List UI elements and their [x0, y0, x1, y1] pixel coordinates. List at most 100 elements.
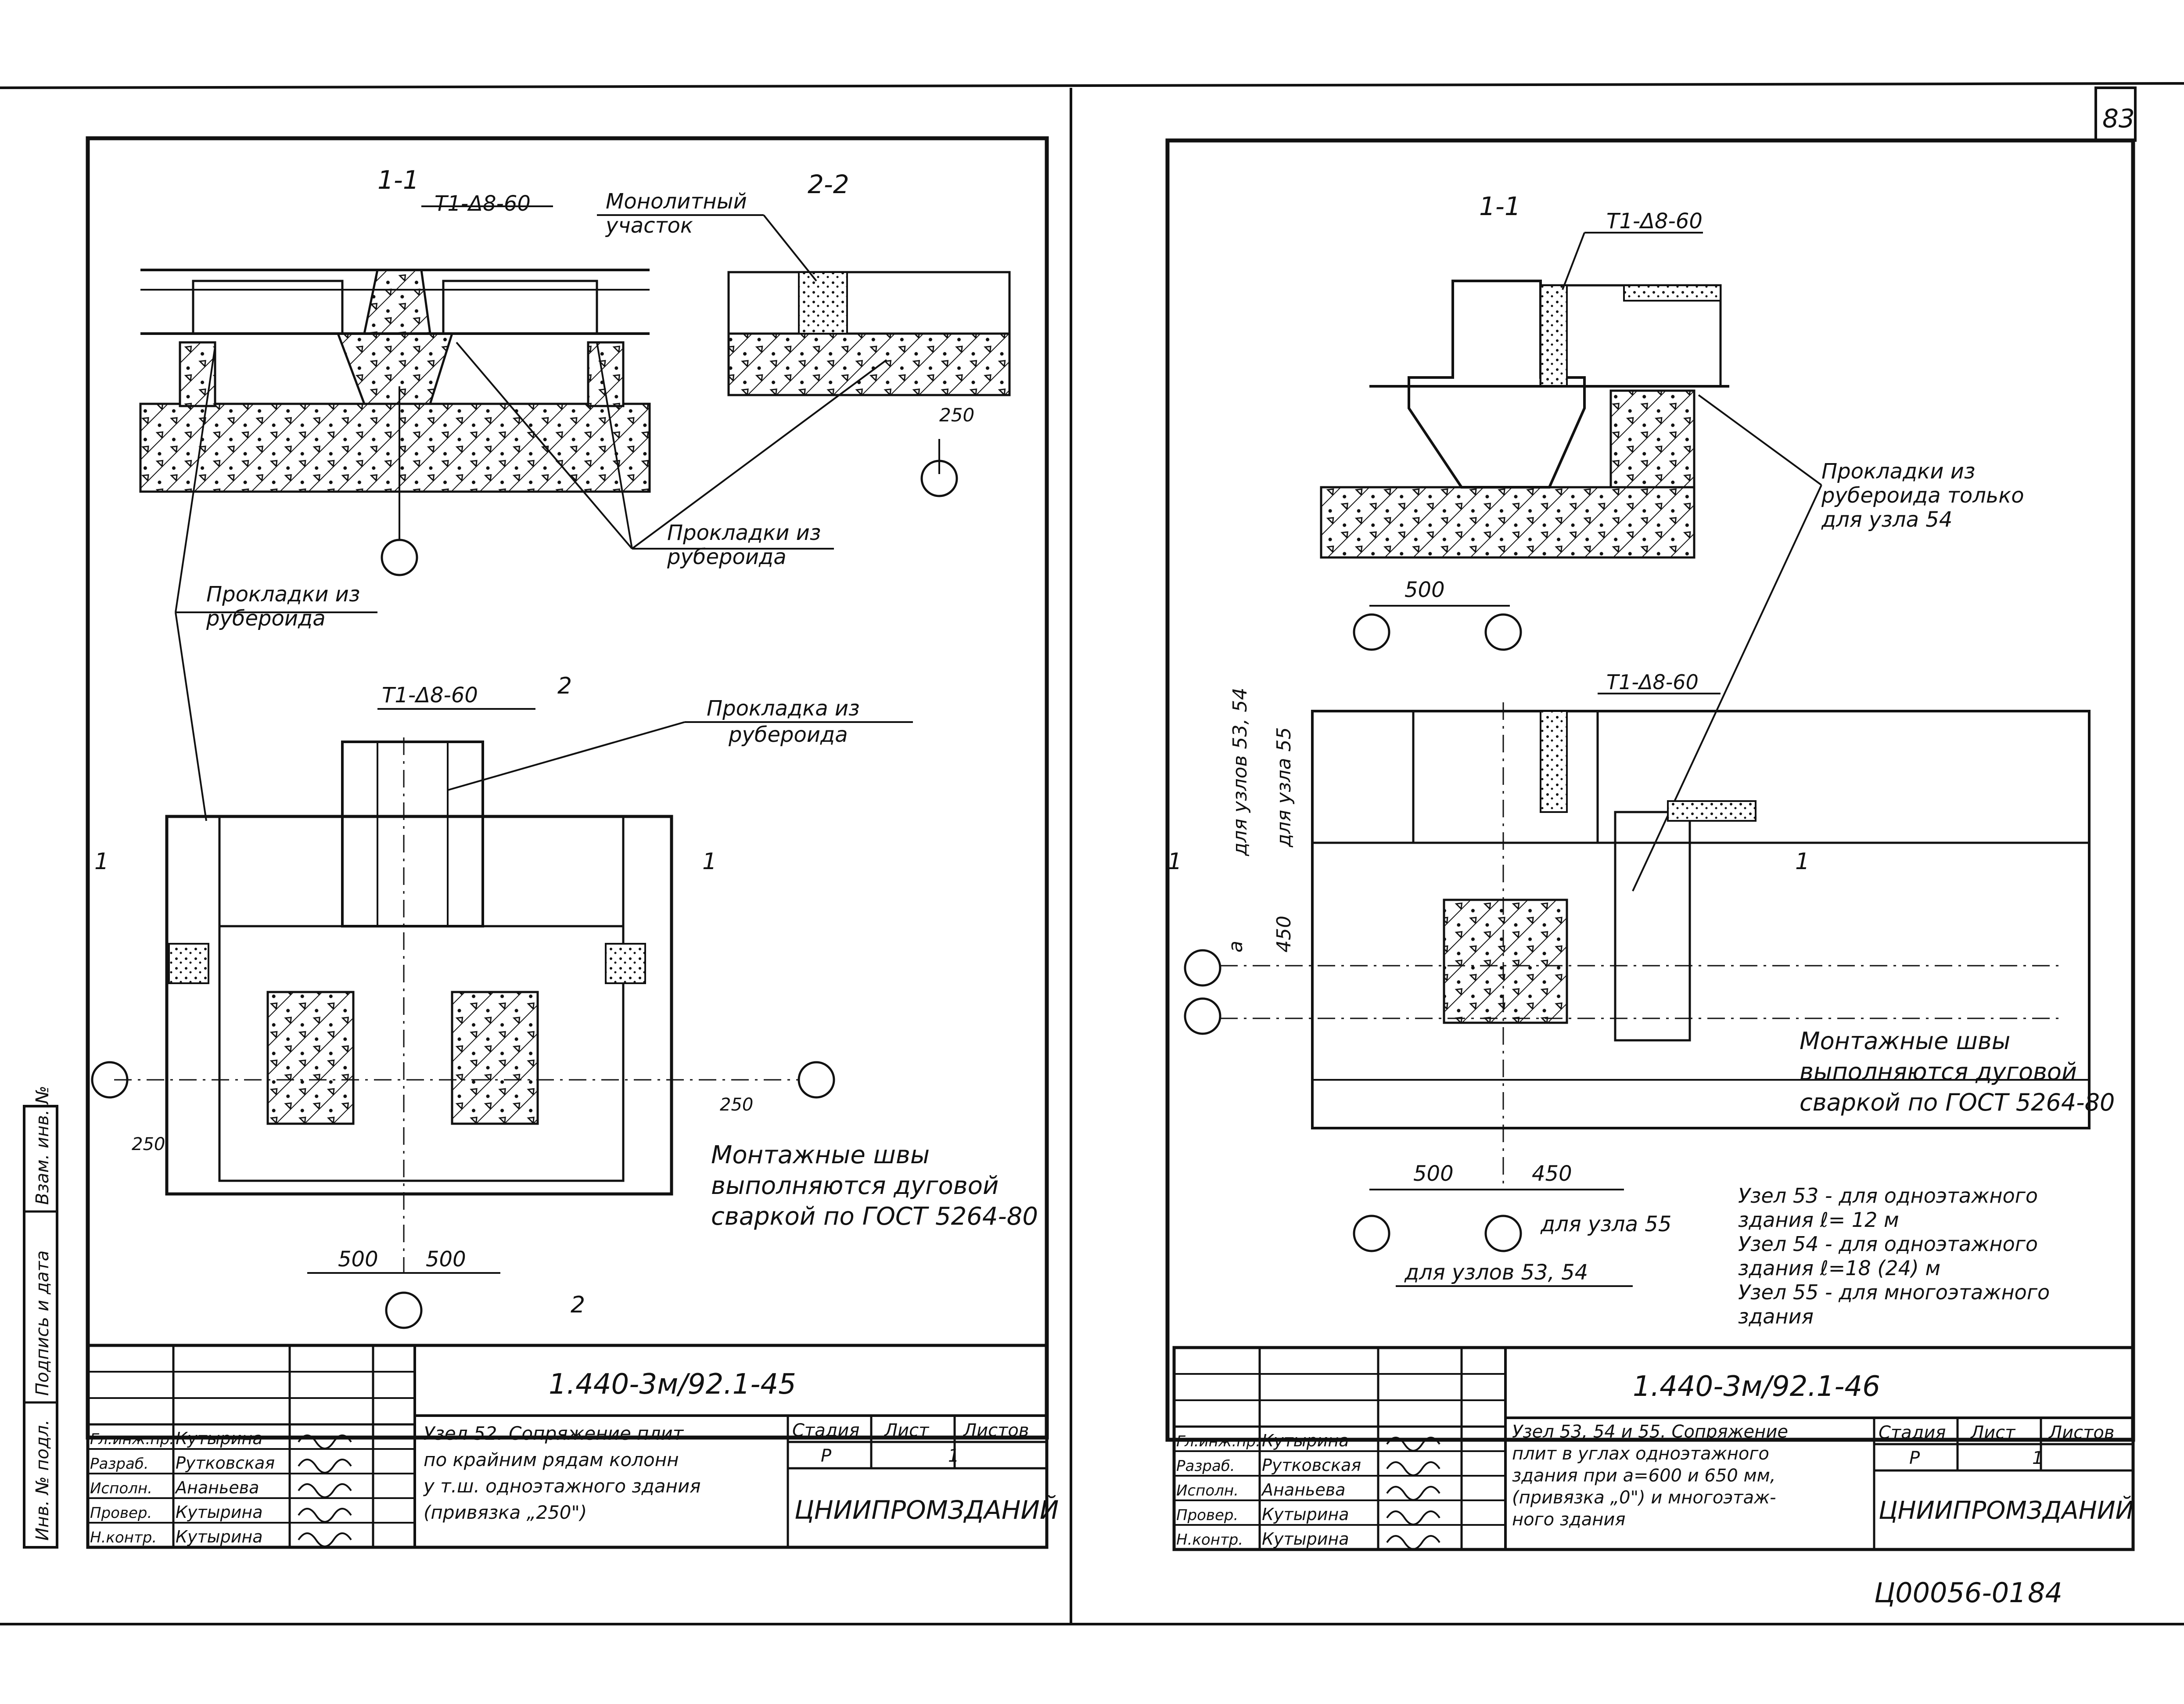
- right-dim-500: 500: [1413, 1161, 1454, 1186]
- left-stage-value: Р: [821, 1446, 832, 1466]
- left-embedded-plate-2: [451, 991, 539, 1125]
- right-note-3: сваркой по ГОСТ 5264-80: [1800, 1089, 2115, 1116]
- right-sheet-value: 1: [2032, 1448, 2043, 1468]
- right-sheet: 83 1-1 Т1-Δ8-60 500 Прокладки из руберои…: [1165, 86, 2137, 1609]
- right-title-block: 1.440-3м/92.1-46 Узел 53, 54 и 55. Сопря…: [1172, 1346, 2135, 1551]
- right-signature-3: [1386, 1486, 1440, 1501]
- left-embedded-plate-1: [266, 991, 355, 1125]
- left-axis-marker-3: [91, 1061, 129, 1099]
- right-role-3: Исполн.: [1176, 1482, 1239, 1499]
- right-signature-2: [1386, 1461, 1440, 1476]
- legend-3: Узел 54 - для одноэтажного: [1738, 1232, 2038, 1256]
- right-sheet-frame: [1165, 138, 2135, 1442]
- pads-label-1a: Прокладки из: [667, 521, 821, 545]
- right-title-4: (привязка „0") и многоэтаж-: [1512, 1488, 1776, 1508]
- legend-6: здания: [1738, 1305, 1814, 1328]
- left-plan-column: [341, 741, 484, 927]
- right-section-1-1: 1-1 Т1-Δ8-60 500: [1320, 191, 1729, 651]
- left-note-2: выполняются дуговой: [711, 1172, 999, 1200]
- right-name-2: Рутковская: [1262, 1456, 1361, 1475]
- right-plan-outline: [1311, 710, 2091, 1129]
- right-weld-label-top: Т1-Δ8-60: [1606, 209, 1703, 234]
- right-axis-marker-3: [1184, 949, 1221, 987]
- left-sheet-value: 1: [948, 1446, 959, 1466]
- right-sheets-header: Листов: [2048, 1423, 2114, 1443]
- left-axis-marker-4: [797, 1061, 835, 1099]
- left-axis-marker-1: [381, 539, 418, 576]
- right-pads-1: Прокладки из: [1821, 459, 1975, 484]
- left-column-head: [336, 332, 454, 405]
- right-name-4: Кутырина: [1262, 1505, 1349, 1524]
- left-role-1: Гл.инж.пр.: [90, 1431, 174, 1448]
- archive-page: 84: [2028, 1577, 2062, 1609]
- left-title-block: 1.440-3м/92.1-45 Узел 52. Сопряжение пли…: [86, 1344, 1059, 1549]
- left-axis-marker-2: [920, 460, 958, 497]
- right-dim-450-v: 450: [1273, 916, 1295, 953]
- legend-4: здания ℓ=18 (24) м: [1738, 1256, 1940, 1280]
- right-note-2: выполняются дуговой: [1800, 1058, 2077, 1086]
- left-title-3: у т.ш. одноэтажного здания: [423, 1475, 701, 1497]
- left-dim-500-a: 500: [338, 1247, 378, 1272]
- right-role-5: Н.контр.: [1176, 1531, 1243, 1549]
- left-dim-250-top: 250: [939, 404, 974, 426]
- monolithic-section: [798, 271, 848, 334]
- left-role-4: Провер.: [90, 1504, 152, 1522]
- right-name-1: Кутырина: [1262, 1431, 1349, 1450]
- pads-label-2a: Прокладки из: [206, 582, 360, 607]
- left-2-2-label: 2-2: [808, 169, 849, 199]
- left-dim-250-left: 250: [132, 1134, 165, 1154]
- signature-2: [298, 1459, 352, 1474]
- left-name-5: Кутырина: [176, 1527, 263, 1546]
- signature-4: [298, 1508, 352, 1523]
- pad-label-a: Прокладка из: [707, 696, 860, 721]
- right-weld-label-plan: Т1-Δ8-60: [1606, 670, 1699, 694]
- right-for-nodes-53-54: для узлов 53, 54: [1404, 1260, 1588, 1285]
- right-title-5: ного здания: [1512, 1510, 1625, 1530]
- monolithic-label-1: Монолитный: [606, 189, 747, 214]
- right-axis-marker-1: [1353, 613, 1390, 651]
- left-title-1: Узел 52. Сопряжение плит: [424, 1423, 684, 1444]
- left-1-1-label: 1-1: [377, 165, 419, 195]
- left-role-2: Разраб.: [90, 1455, 149, 1473]
- left-name-2: Рутковская: [176, 1453, 275, 1473]
- right-for-node-55-v: для узла 55: [1273, 727, 1295, 848]
- left-title-4: (привязка „250"): [424, 1502, 587, 1523]
- left-section-2-2: 2-2 Монолитный участок 250: [597, 169, 1011, 497]
- signature-3: [298, 1483, 352, 1498]
- left-role-3: Исполн.: [90, 1480, 152, 1497]
- pad-label-b: рубероида: [728, 723, 848, 747]
- right-pads-2: рубероида только: [1821, 483, 2024, 508]
- right-org: ЦНИИПРОМЗДАНИЙ: [1879, 1496, 2134, 1525]
- right-title-3: здания при а=600 и 650 мм,: [1512, 1466, 1776, 1486]
- left-weld-label-plan: Т1-Δ8-60: [382, 683, 478, 708]
- left-cut-2-bottom: 2: [571, 1292, 585, 1318]
- left-stage-header: Стадия: [792, 1420, 859, 1441]
- right-signature-4: [1386, 1510, 1440, 1525]
- left-plan-outline: [165, 815, 673, 1196]
- left-org: ЦНИИПРОМЗДАНИЙ: [794, 1495, 1059, 1525]
- pads-label-2b: рубероида: [206, 606, 326, 631]
- left-note-1: Монтажные швы: [711, 1141, 930, 1169]
- archive-code: Ц00056-01: [1874, 1577, 2026, 1609]
- left-sheets-header: Листов: [963, 1420, 1029, 1441]
- right-role-4: Провер.: [1176, 1506, 1238, 1524]
- right-axis-marker-4: [1184, 997, 1221, 1035]
- right-title-1: Узел 53, 54 и 55. Сопряжение: [1512, 1422, 1788, 1442]
- left-name-4: Кутырина: [176, 1503, 263, 1522]
- monolithic-label-2: участок: [605, 213, 693, 238]
- left-sheet-header: Лист: [884, 1420, 930, 1441]
- right-axis-marker-2: [1484, 613, 1522, 651]
- right-dim-a: а: [1225, 941, 1247, 953]
- left-doc-code: 1.440-3м/92.1-45: [549, 1368, 796, 1401]
- left-axis-marker-5: [385, 1291, 423, 1329]
- left-section-1-1: 1-1 Т1-Δ8-60: [139, 165, 651, 576]
- right-1-1-label: 1-1: [1479, 191, 1521, 221]
- left-section-slab: [139, 403, 651, 493]
- legend-2: здания ℓ= 12 м: [1738, 1208, 1899, 1232]
- left-sheet: 1-1 Т1-Δ8-60 2-2 Монолитный участок 250 …: [23, 136, 1059, 1549]
- left-2-2-slab: [727, 332, 1011, 396]
- left-cut-1-right: 1: [702, 848, 717, 875]
- legend-5: Узел 55 - для многоэтажного: [1738, 1280, 2050, 1304]
- right-role-2: Разраб.: [1176, 1457, 1235, 1475]
